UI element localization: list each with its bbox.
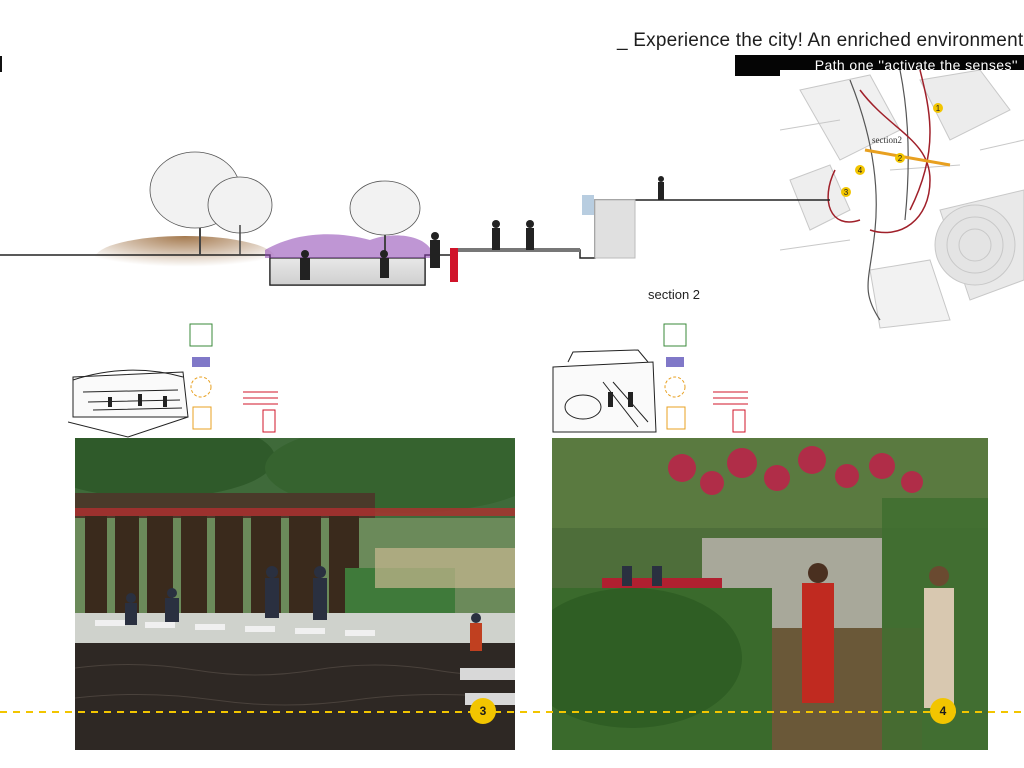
sketch-diagram-right	[552, 323, 748, 433]
svg-text:3: 3	[844, 188, 849, 197]
svg-text:1: 1	[936, 104, 941, 113]
waterfall	[582, 195, 594, 215]
path-route	[827, 70, 931, 234]
map-marker-4: 4	[855, 165, 865, 175]
visitors	[622, 563, 954, 708]
map-marker-1: 1	[933, 103, 943, 113]
visitors	[125, 566, 482, 651]
icon-tree	[189, 323, 213, 347]
icon-stripes	[666, 357, 684, 367]
sunken-pool	[269, 257, 426, 286]
icon-cycle	[664, 376, 686, 398]
water	[75, 643, 515, 750]
icon-red-frame	[732, 409, 746, 433]
svg-text:2: 2	[898, 154, 903, 163]
icon-stripes	[192, 357, 210, 367]
site-map: 1 2 3 4	[780, 70, 1024, 330]
icon-red-lines	[243, 391, 278, 405]
svg-text:4: 4	[858, 166, 863, 175]
tree-right	[349, 180, 421, 258]
map-section-label: section2	[872, 135, 902, 145]
photo-marker-4: 4	[930, 698, 956, 724]
boardwalk	[458, 248, 580, 252]
section-drawing	[0, 151, 830, 286]
render-photo-3	[75, 438, 515, 750]
soil-area	[95, 236, 275, 280]
icon-frame	[666, 406, 686, 430]
render-photo-4	[552, 438, 988, 750]
photo-marker-3: 3	[470, 698, 496, 724]
icon-cycle	[190, 376, 212, 398]
frame-tick	[0, 56, 2, 72]
icon-tree	[663, 323, 687, 347]
red-rail	[450, 248, 458, 282]
page-title: _ Experience the city! An enriched envir…	[617, 30, 1024, 51]
map-marker-2: 2	[895, 153, 905, 163]
icon-red-frame	[262, 409, 276, 433]
icon-red-lines	[713, 391, 748, 405]
icon-frame	[192, 406, 212, 430]
planting-purple	[265, 234, 430, 258]
people-figures	[300, 176, 664, 280]
sketch-diagram-left	[68, 323, 278, 438]
section-cut-line	[864, 148, 951, 167]
bougainvillea	[668, 446, 923, 495]
stone-wall	[594, 199, 636, 259]
tree-left	[149, 151, 273, 255]
section-caption: section 2	[648, 287, 701, 302]
path-dashed-line	[0, 711, 1024, 713]
map-marker-3: 3	[841, 187, 851, 197]
